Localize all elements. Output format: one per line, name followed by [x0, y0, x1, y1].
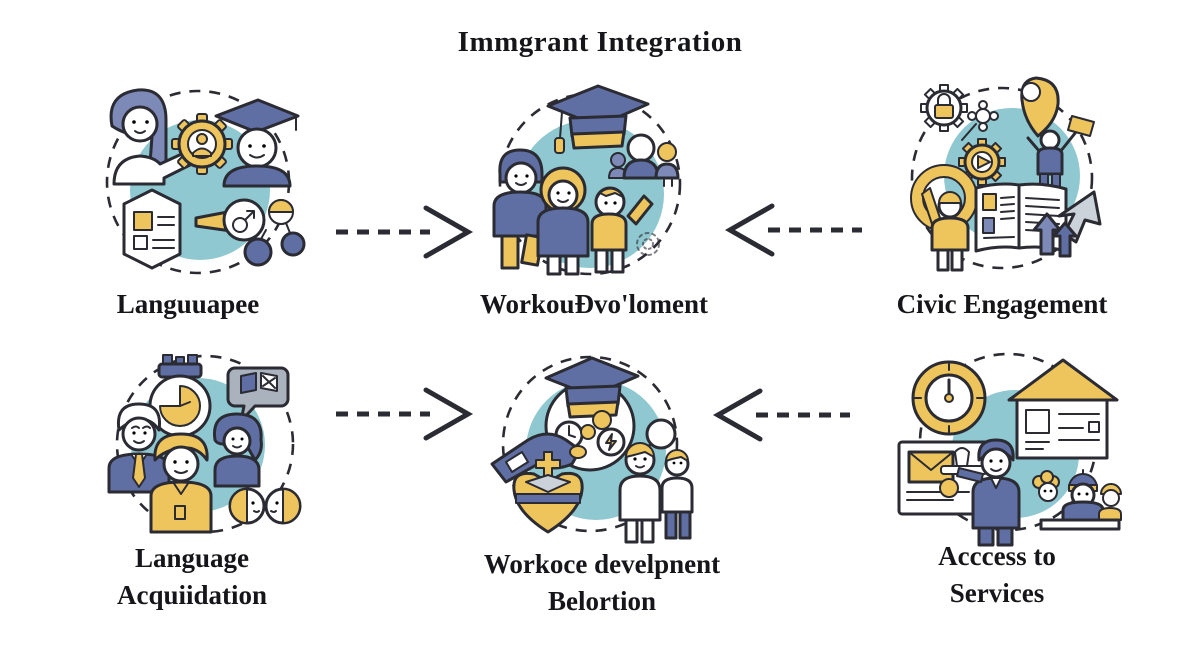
label-line: Civic Engagement	[896, 289, 1108, 319]
label-language-learning: Languuapee	[28, 286, 348, 323]
label-line: Acquiidation	[116, 580, 268, 610]
label-line: Workoce develpnent	[483, 549, 721, 579]
label-line: Services	[949, 578, 1045, 608]
molecule-idea-icon	[194, 198, 306, 267]
father-icon	[492, 148, 548, 270]
sketch-gear-icon	[636, 232, 660, 256]
balloon-pin-icon	[1020, 76, 1060, 138]
label-line: WorkouĐvo'loment	[479, 289, 708, 319]
young-man-icon	[149, 432, 213, 534]
woman-icon	[109, 88, 194, 186]
document-icon	[122, 188, 182, 270]
speech-bubble-flags-icon	[226, 366, 290, 423]
elder-man-icon	[107, 402, 171, 494]
language-acquisition-icon	[107, 354, 302, 534]
child-icon	[590, 186, 654, 274]
label-family-education: WorkouĐvo'loment	[434, 286, 754, 323]
access-to-services-icon	[897, 352, 1122, 547]
talking-profiles-icon	[228, 487, 302, 525]
ring-person-icon	[910, 164, 978, 272]
gear-person-icon	[171, 113, 233, 175]
dashed-arrow-right-bottom	[332, 382, 474, 451]
conversation-group-illustration	[95, 342, 325, 552]
heart-box-icon	[512, 451, 584, 534]
dashed-arrow-left-top	[724, 198, 866, 267]
language-learning-icon	[105, 88, 306, 275]
play-gear-icon	[958, 138, 1006, 186]
lock-gear-icon	[920, 84, 968, 132]
civic-engagement-illustration	[888, 72, 1118, 289]
trainees-icon	[1032, 469, 1122, 531]
timer-icon	[148, 354, 212, 442]
mail-card-icon	[897, 440, 997, 516]
house-arrows-icon	[1032, 212, 1078, 258]
clock-icon	[911, 360, 987, 436]
label-line: Languuapee	[116, 289, 260, 319]
workforce-development-icon	[490, 355, 694, 544]
background-people-icon	[608, 133, 680, 187]
graduation-family-illustration	[478, 72, 708, 289]
label-civic-engagement: Civic Engagement	[842, 286, 1162, 323]
dashed-arrow-right-top	[332, 200, 474, 269]
page-title: Immgrant Integration	[457, 26, 743, 58]
label-workforce-development: Workoce develpnent Belortion	[442, 546, 762, 620]
graduation-cap-icon	[546, 84, 650, 154]
family-education-icon	[492, 84, 682, 276]
dashed-arrow-left-bottom	[712, 383, 854, 452]
label-line: Belortion	[548, 586, 656, 616]
two-people-icon	[618, 442, 694, 544]
house-icon	[1007, 358, 1119, 460]
mother-icon	[536, 166, 590, 276]
graduate-icon	[214, 98, 300, 188]
graduate-savings-illustration	[478, 342, 708, 552]
label-language-acquisition: Language Acquiidation	[32, 540, 352, 614]
graduation-cap-icon	[544, 356, 640, 419]
label-line: Language	[134, 543, 250, 573]
woman-gear-graduate-illustration	[90, 72, 320, 289]
label-line: Acccess to	[938, 541, 1056, 571]
flower-gear-icon	[961, 100, 999, 141]
woman-icon	[212, 412, 263, 488]
service-worker-icon	[939, 438, 1021, 547]
activist-person-icon	[1026, 115, 1095, 190]
label-access-to-services: Acccess to Services	[837, 538, 1157, 612]
clock-house-services-illustration	[893, 342, 1123, 552]
civic-engagement-icon	[910, 76, 1102, 272]
